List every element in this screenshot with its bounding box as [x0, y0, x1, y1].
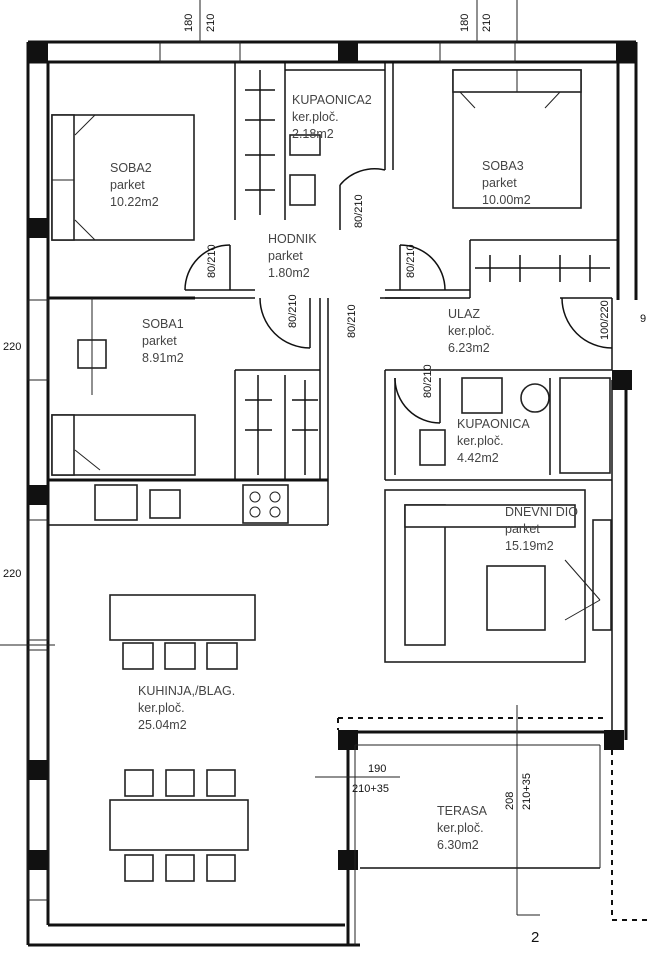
svg-text:TERASA: TERASA: [437, 804, 488, 818]
svg-text:ULAZ: ULAZ: [448, 307, 480, 321]
kitchen-island: [109, 594, 256, 670]
svg-text:ker.ploč.: ker.ploč.: [437, 821, 484, 835]
room-label-kupaonica: KUPAONICA ker.ploč. 4.42m2: [457, 417, 530, 465]
room-label-soba2: SOBA2 parket 10.22m2: [110, 161, 159, 209]
room-label-kupaonica2: KUPAONICA2 ker.ploč. 2.18m2: [292, 93, 372, 141]
dimension-lines: [0, 0, 540, 916]
svg-text:parket: parket: [482, 176, 517, 190]
room-label-dnevni: DNEVNI DIO parket 15.19m2: [505, 505, 578, 553]
dim-entry: 100/220: [599, 300, 611, 340]
room-label-hodnik: HODNIK parket 1.80m2: [268, 232, 317, 280]
dim-top-right-b: 210: [481, 14, 493, 32]
doors: [184, 168, 613, 424]
svg-text:SOBA3: SOBA3: [482, 159, 524, 173]
svg-text:10.22m2: 10.22m2: [110, 195, 159, 209]
dim-terasa-b: 210+35: [352, 783, 389, 795]
wardrobe-soba2: [245, 70, 275, 215]
dim-door-kup2: 80/210: [353, 194, 365, 228]
svg-text:parket: parket: [110, 178, 145, 192]
svg-text:8.91m2: 8.91m2: [142, 351, 184, 365]
dim-door-soba1: 80/210: [287, 294, 299, 328]
dim-left-upper: 220: [3, 341, 21, 353]
svg-text:HODNIK: HODNIK: [268, 232, 317, 246]
dining-table: [109, 769, 249, 882]
svg-text:KUHINJA,/BLAG.: KUHINJA,/BLAG.: [138, 684, 235, 698]
svg-text:ker.ploč.: ker.ploč.: [292, 110, 339, 124]
dim-top-left-a: 180: [183, 14, 195, 32]
dim-terasa-vert-a: 208: [504, 792, 516, 810]
svg-text:6.23m2: 6.23m2: [448, 341, 490, 355]
room-label-soba3: SOBA3 parket 10.00m2: [482, 159, 531, 207]
svg-text:4.42m2: 4.42m2: [457, 451, 499, 465]
svg-text:1.80m2: 1.80m2: [268, 266, 310, 280]
room-label-terasa: TERASA ker.ploč. 6.30m2: [437, 804, 488, 852]
dim-door-hodnik-bottom: 80/210: [346, 304, 358, 338]
svg-text:DNEVNI DIO: DNEVNI DIO: [505, 505, 578, 519]
svg-text:10.00m2: 10.00m2: [482, 193, 531, 207]
dim-right-edge: 9: [640, 313, 646, 325]
dim-door-kup: 80/210: [422, 364, 434, 398]
dim-terasa-a: 190: [368, 763, 386, 775]
svg-text:2.18m2: 2.18m2: [292, 127, 334, 141]
dim-door-hodnik-right: 80/210: [405, 244, 417, 278]
svg-text:SOBA2: SOBA2: [110, 161, 152, 175]
dim-terasa-vert-b: 210+35: [521, 773, 533, 810]
svg-text:SOBA1: SOBA1: [142, 317, 184, 331]
svg-text:ker.ploč.: ker.ploč.: [457, 434, 504, 448]
svg-text:parket: parket: [505, 522, 540, 536]
svg-text:KUPAONICA2: KUPAONICA2: [292, 93, 372, 107]
svg-text:parket: parket: [142, 334, 177, 348]
dimension-labels: 180 210 180 210 220 220 80/210 80/210 80…: [3, 14, 646, 946]
section-mark: 2: [531, 929, 539, 946]
furniture: [51, 69, 612, 882]
svg-text:15.19m2: 15.19m2: [505, 539, 554, 553]
interior-walls: [48, 62, 649, 945]
room-label-ulaz: ULAZ ker.ploč. 6.23m2: [448, 307, 495, 355]
svg-text:25.04m2: 25.04m2: [138, 718, 187, 732]
dim-top-right-a: 180: [459, 14, 471, 32]
dim-left-lower: 220: [3, 568, 21, 580]
kitchen-counter: [94, 484, 289, 524]
svg-text:ker.ploč.: ker.ploč.: [138, 701, 185, 715]
svg-text:KUPAONICA: KUPAONICA: [457, 417, 530, 431]
svg-text:parket: parket: [268, 249, 303, 263]
room-label-kuhinja: KUHINJA,/BLAG. ker.ploč. 25.04m2: [138, 684, 235, 732]
dim-door-hodnik-left: 80/210: [206, 244, 218, 278]
sofa: [384, 489, 586, 663]
svg-text:6.30m2: 6.30m2: [437, 838, 479, 852]
svg-text:ker.ploč.: ker.ploč.: [448, 324, 495, 338]
wardrobe-soba1: [245, 375, 318, 475]
dim-top-left-b: 210: [205, 14, 217, 32]
room-label-soba1: SOBA1 parket 8.91m2: [142, 317, 184, 365]
wardrobe-soba3: [475, 255, 610, 282]
